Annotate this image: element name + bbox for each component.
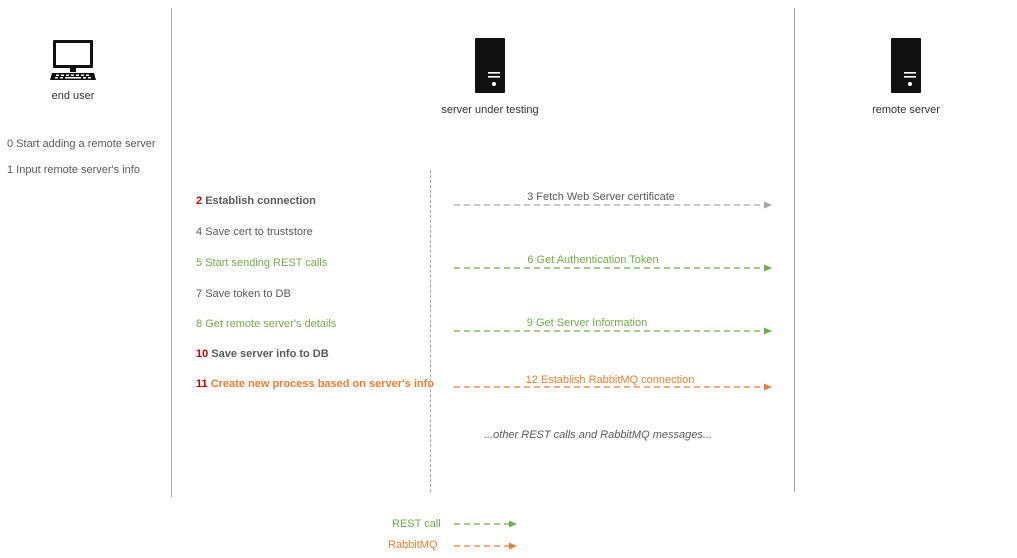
step-text: Start sending REST calls bbox=[205, 257, 328, 269]
server-step: 2 Establish connection bbox=[196, 195, 316, 207]
step-number: 7 bbox=[196, 288, 203, 300]
server-step: 5 Start sending REST calls bbox=[196, 257, 327, 269]
step-number: 11 bbox=[196, 378, 208, 390]
desktop-computer-icon bbox=[50, 40, 96, 85]
step-text: Save token to DB bbox=[205, 288, 291, 300]
legend-arrow-green bbox=[454, 520, 517, 528]
message-arrow-orange bbox=[454, 383, 772, 391]
server-tower-icon bbox=[475, 38, 505, 96]
lifeline-server-under-testing bbox=[430, 170, 431, 492]
step-number: 2 bbox=[196, 195, 203, 207]
lane-divider-left bbox=[171, 8, 172, 497]
actor-label-end-user: end user bbox=[51, 90, 95, 102]
end-user-step: 0 Start adding a remote server bbox=[7, 138, 156, 150]
step-text: Save server info to DB bbox=[211, 348, 329, 360]
step-text: Get remote server's details bbox=[205, 318, 337, 330]
end-user-step: 1 Input remote server's info bbox=[7, 164, 140, 176]
lane-divider-right bbox=[794, 8, 795, 492]
step-number: 8 bbox=[196, 318, 203, 330]
server-step: 4 Save cert to truststore bbox=[196, 226, 313, 238]
message-label: 12 Establish RabbitMQ connection bbox=[525, 374, 695, 386]
step-text: Create new process based on server's inf… bbox=[210, 378, 435, 390]
message-arrow-gray bbox=[454, 201, 772, 209]
server-step: 7 Save token to DB bbox=[196, 288, 291, 300]
server-step: 8 Get remote server's details bbox=[196, 318, 336, 330]
message-arrow-green bbox=[454, 264, 772, 272]
legend-label-rabbitmq: RabbitMQ bbox=[388, 539, 438, 551]
server-step: 11 Create new process based on server's … bbox=[196, 378, 434, 390]
step-number: 4 bbox=[196, 226, 203, 238]
message-arrow-green bbox=[454, 327, 772, 335]
step-text: Establish connection bbox=[205, 195, 316, 207]
server-tower-icon bbox=[891, 38, 921, 96]
server-step: 10 Save server info to DB bbox=[196, 348, 329, 360]
legend-arrow-orange bbox=[454, 542, 517, 550]
step-text: Save cert to truststore bbox=[205, 226, 313, 238]
message-label: 6 Get Authentication Token bbox=[527, 254, 659, 266]
message-label: 9 Get Server Information bbox=[526, 317, 648, 329]
legend-label-rest-call: REST call bbox=[392, 518, 441, 530]
actor-label-server-under-testing: server under testing bbox=[441, 104, 539, 116]
more-messages-note: ...other REST calls and RabbitMQ message… bbox=[483, 429, 713, 441]
step-number: 10 bbox=[196, 348, 209, 360]
actor-label-remote-server: remote server bbox=[872, 104, 940, 116]
step-number: 5 bbox=[196, 257, 203, 269]
message-label: 3 Fetch Web Server certificate bbox=[527, 191, 675, 203]
